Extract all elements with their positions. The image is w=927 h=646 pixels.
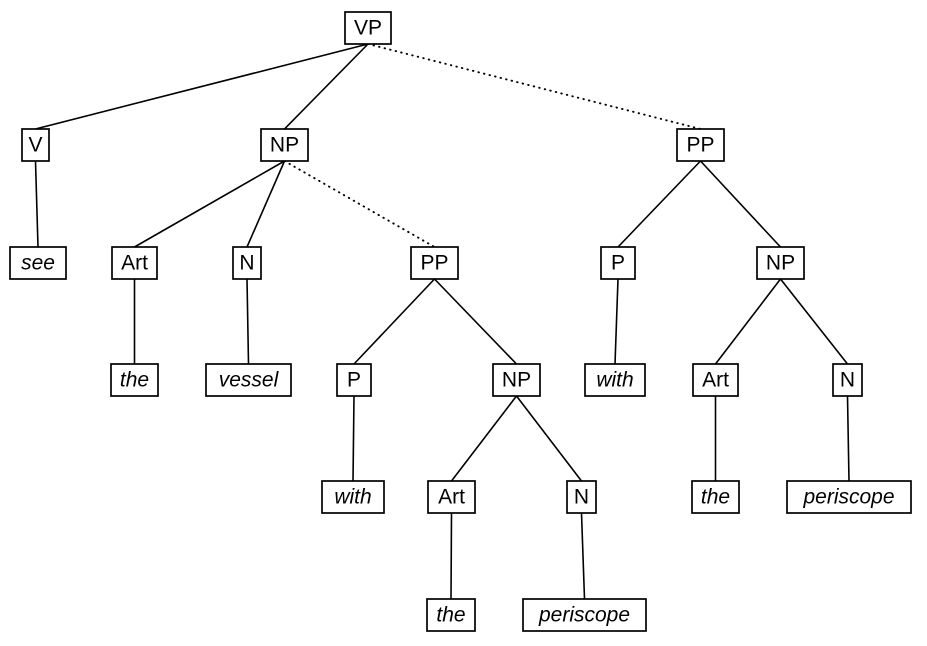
tree-edge-p-mid-to-with-mid — [352, 395, 355, 482]
node-label: vessel — [219, 369, 280, 392]
category-node-p-mid[interactable]: P — [336, 363, 372, 397]
tree-edge-n-right-to-peri-right — [846, 395, 850, 482]
node-box — [600, 246, 636, 280]
tree-edge-np-right-to-n-right — [779, 278, 849, 365]
node-label: the — [120, 369, 149, 392]
category-node-art-right[interactable]: Art — [692, 363, 739, 397]
tree-edge-art-mid-to-the-mid — [450, 512, 453, 600]
node-label: PP — [420, 252, 448, 275]
node-box — [205, 363, 292, 397]
category-node-np-right[interactable]: NP — [756, 246, 805, 280]
tree-edge-vp-to-pp-right — [367, 43, 702, 130]
node-label: Art — [702, 369, 729, 392]
node-box — [691, 480, 740, 514]
node-box — [692, 363, 739, 397]
category-node-art1[interactable]: Art — [111, 246, 158, 280]
node-label: VP — [354, 17, 382, 40]
node-label: Art — [438, 486, 465, 509]
category-node-v[interactable]: V — [21, 128, 50, 162]
node-label: P — [347, 369, 361, 392]
tree-edge-np1-to-art1 — [134, 160, 285, 248]
tree-edge-pp-right-to-np-right — [699, 160, 782, 248]
node-label: periscope — [802, 486, 894, 509]
node-label: periscope — [538, 604, 630, 627]
tree-edge-n1-to-vessel — [246, 278, 250, 365]
node-box — [426, 598, 476, 632]
node-label: see — [21, 252, 55, 275]
node-box — [676, 128, 725, 162]
leaf-node-with-right[interactable]: with — [584, 363, 646, 397]
category-node-np1[interactable]: NP — [260, 128, 309, 162]
leaf-node-peri-mid[interactable]: periscope — [522, 598, 647, 632]
node-box — [410, 246, 459, 280]
category-node-pp-mid[interactable]: PP — [410, 246, 459, 280]
node-label: NP — [766, 252, 795, 275]
leaf-node-peri-right[interactable]: periscope — [786, 480, 912, 514]
tree-edge-v-to-see — [34, 160, 39, 248]
leaf-node-with-mid[interactable]: with — [321, 480, 385, 514]
leaf-node-the-mid[interactable]: the — [426, 598, 476, 632]
node-label: with — [596, 369, 633, 392]
node-label: the — [436, 604, 465, 627]
leaf-node-vessel[interactable]: vessel — [205, 363, 292, 397]
node-label: P — [611, 252, 625, 275]
category-node-n1[interactable]: N — [232, 246, 262, 280]
node-label: NP — [502, 369, 531, 392]
node-box — [344, 11, 392, 45]
edge-layer — [34, 43, 850, 600]
node-box — [427, 480, 476, 514]
tree-edge-pp-right-to-p-right — [617, 160, 702, 248]
category-node-vp[interactable]: VP — [344, 11, 392, 45]
category-node-art-mid[interactable]: Art — [427, 480, 476, 514]
node-box — [9, 246, 67, 280]
node-box — [110, 363, 159, 397]
node-label: Art — [121, 252, 148, 275]
tree-edge-p-right-to-with-right — [614, 278, 619, 365]
node-label: N — [574, 486, 589, 509]
tree-edge-vp-to-np1 — [283, 43, 369, 130]
leaf-node-the1[interactable]: the — [110, 363, 159, 397]
node-box — [756, 246, 805, 280]
node-box — [584, 363, 646, 397]
node-box — [832, 363, 863, 397]
node-label: NP — [270, 134, 299, 157]
category-node-p-right[interactable]: P — [600, 246, 636, 280]
tree-edge-np-right-to-art-right — [714, 278, 782, 365]
node-label: V — [28, 134, 42, 157]
tree-edge-vp-to-v — [35, 43, 369, 130]
node-box — [111, 246, 158, 280]
leaf-node-see[interactable]: see — [9, 246, 67, 280]
leaf-node-the-right[interactable]: the — [691, 480, 740, 514]
node-box — [566, 480, 597, 514]
tree-edge-np1-to-n1 — [246, 160, 286, 248]
tree-edge-np-mid-to-art-mid — [450, 395, 518, 482]
node-box — [321, 480, 385, 514]
category-node-np-mid[interactable]: NP — [492, 363, 541, 397]
node-box — [492, 363, 541, 397]
category-node-n-mid[interactable]: N — [566, 480, 597, 514]
node-box — [336, 363, 372, 397]
node-label: the — [701, 486, 730, 509]
tree-edge-pp-mid-to-p-mid — [353, 278, 436, 365]
node-box — [260, 128, 309, 162]
tree-edge-n-mid-to-peri-mid — [580, 512, 586, 600]
category-node-pp-right[interactable]: PP — [676, 128, 725, 162]
node-label: with — [334, 486, 371, 509]
tree-edge-np-mid-to-n-mid — [515, 395, 583, 482]
node-label: N — [239, 252, 254, 275]
node-box — [21, 128, 50, 162]
category-node-n-right[interactable]: N — [832, 363, 863, 397]
tree-edge-pp-mid-to-np-mid — [433, 278, 518, 365]
node-label: PP — [686, 134, 714, 157]
node-box — [232, 246, 262, 280]
tree-edge-np1-to-pp-mid — [283, 160, 436, 248]
node-box — [522, 598, 647, 632]
node-label: N — [840, 369, 855, 392]
node-box — [786, 480, 912, 514]
